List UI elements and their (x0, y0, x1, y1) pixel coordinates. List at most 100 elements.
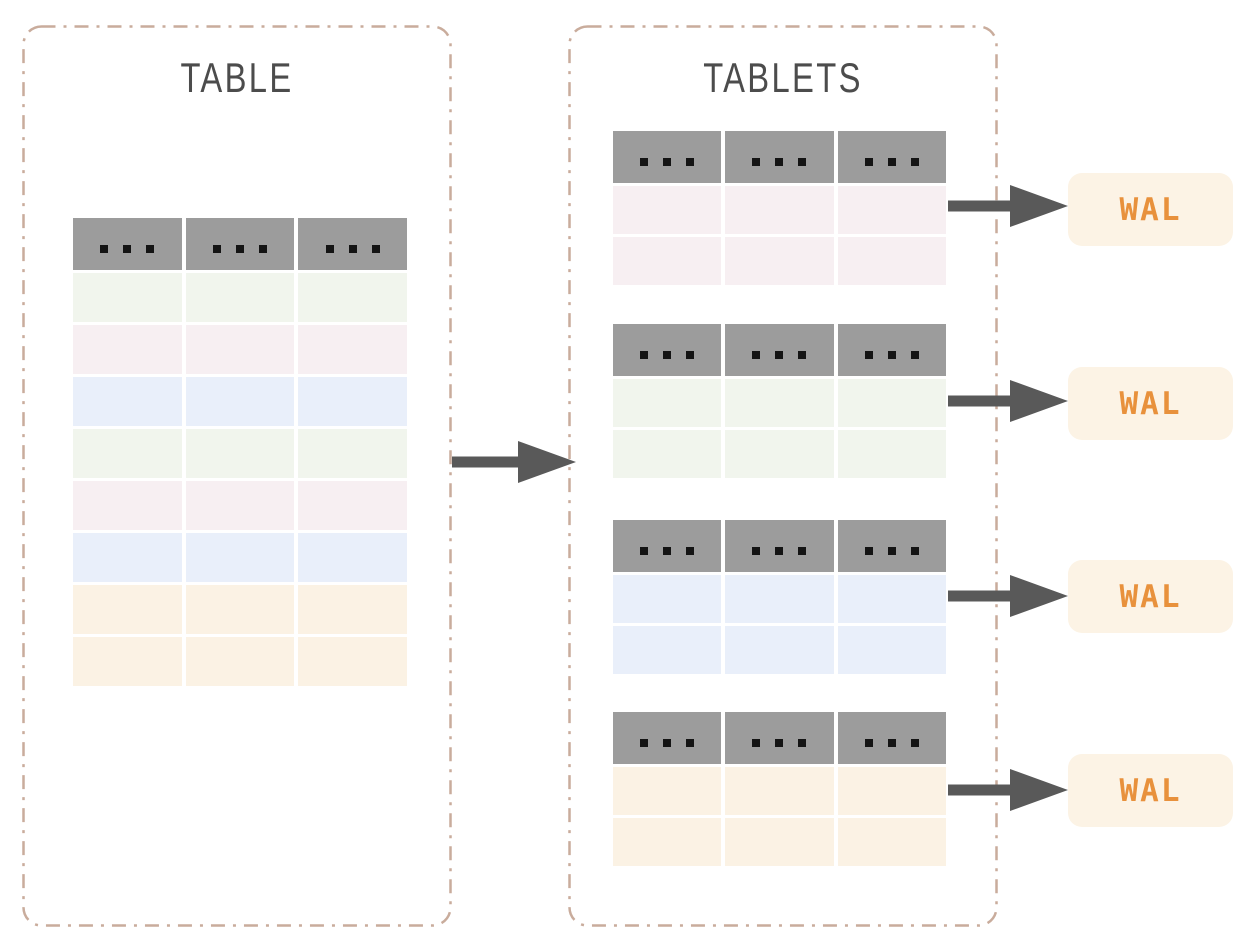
table-cell (298, 585, 407, 634)
table-header-cell (837, 324, 946, 376)
table-cell (298, 273, 407, 322)
table-cell (298, 533, 407, 582)
arrow-tablet-4-to-wal (948, 769, 1068, 811)
dot (663, 351, 672, 359)
table-cell (837, 626, 946, 674)
dot (864, 739, 873, 747)
dot (775, 351, 784, 359)
dot (775, 547, 784, 555)
arrow-tablet-1-to-wal (948, 185, 1068, 227)
table-cell (725, 379, 834, 427)
dot (348, 245, 357, 253)
dot (686, 739, 695, 747)
table-cell (298, 325, 407, 374)
table-cell (298, 377, 407, 426)
dot (640, 739, 649, 747)
table-cell (725, 237, 834, 285)
wal-box: WAL (1068, 754, 1233, 827)
dot (752, 739, 761, 747)
table-header-cell (725, 324, 834, 376)
ellipsis-icon (864, 547, 919, 555)
dot (686, 351, 695, 359)
table-cell (613, 575, 722, 623)
arrow-table-to-tablets (452, 441, 576, 483)
dot (775, 739, 784, 747)
ellipsis-icon (864, 351, 919, 359)
table-cell (837, 186, 946, 234)
table-cell (185, 533, 295, 582)
table-header-cell (613, 324, 722, 376)
table-header-cell (298, 218, 407, 270)
dot (864, 547, 873, 555)
table-cell (837, 767, 946, 815)
dot (752, 547, 761, 555)
dot (910, 351, 919, 359)
dot (663, 739, 672, 747)
table-header-cell (837, 131, 946, 183)
wal-box: WAL (1068, 367, 1233, 440)
table-cell (725, 430, 834, 478)
table-cell (298, 637, 407, 686)
ellipsis-icon (752, 158, 807, 166)
dot (325, 245, 334, 253)
ellipsis-icon (640, 351, 695, 359)
table-cell (73, 377, 182, 426)
dot (887, 547, 896, 555)
table-cell (73, 637, 182, 686)
dot (887, 739, 896, 747)
table-cell (298, 481, 407, 530)
dot (910, 739, 919, 747)
dot (663, 547, 672, 555)
tablet-grid-tablet-4 (613, 712, 946, 866)
dot (864, 351, 873, 359)
dot (235, 245, 244, 253)
ellipsis-icon (752, 547, 807, 555)
dot (212, 245, 221, 253)
dot (371, 245, 380, 253)
dot (686, 158, 695, 166)
table-cell (73, 325, 182, 374)
table-cell (837, 818, 946, 866)
table-header-cell (613, 520, 722, 572)
table-cell (837, 379, 946, 427)
dot (887, 158, 896, 166)
dot (798, 739, 807, 747)
table-cell (837, 237, 946, 285)
table-cell (837, 430, 946, 478)
ellipsis-icon (640, 739, 695, 747)
dot (798, 351, 807, 359)
ellipsis-icon (864, 158, 919, 166)
dot (640, 547, 649, 555)
tablet-grid-tablet-1 (613, 131, 946, 285)
table-cell (185, 273, 295, 322)
tablets-panel-title: TABLETS (703, 54, 863, 101)
ellipsis-icon (640, 158, 695, 166)
table-cell (613, 430, 722, 478)
table-cell (613, 379, 722, 427)
table-cell (725, 626, 834, 674)
table-cell (613, 237, 722, 285)
dot (910, 158, 919, 166)
ellipsis-icon (212, 245, 267, 253)
table-header-cell (185, 218, 295, 270)
dot (123, 245, 132, 253)
tablet-grid-tablet-2 (613, 324, 946, 478)
table-cell (73, 429, 182, 478)
table-cell (613, 818, 722, 866)
table-header-cell (725, 520, 834, 572)
arrow-tablet-3-to-wal (948, 575, 1068, 617)
dot (798, 547, 807, 555)
table-cell (185, 429, 295, 478)
ellipsis-icon (864, 739, 919, 747)
table-cell (73, 585, 182, 634)
wal-box: WAL (1068, 173, 1233, 246)
ellipsis-icon (640, 547, 695, 555)
table-cell (185, 637, 295, 686)
table-cell (725, 767, 834, 815)
table-header-cell (73, 218, 182, 270)
table-cell (725, 186, 834, 234)
table-header-cell (725, 712, 834, 764)
table-header-cell (837, 712, 946, 764)
dot (798, 158, 807, 166)
